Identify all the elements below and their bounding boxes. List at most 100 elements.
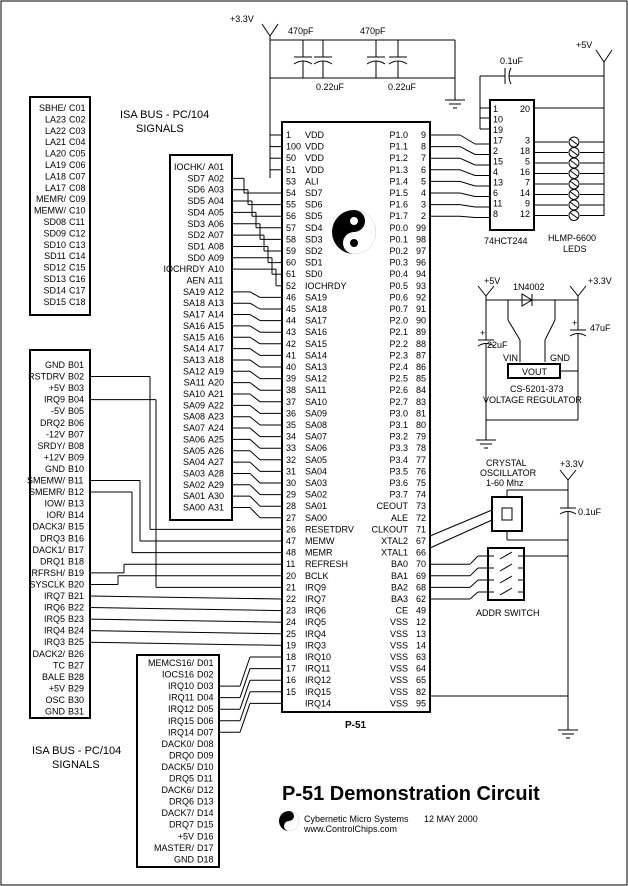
crystal-label-2: OSCILLATOR xyxy=(480,468,537,478)
chip-left-pin-num: 30 xyxy=(286,478,296,488)
hct-left-pin: 10 xyxy=(493,115,503,125)
conn-a-signal: SA00 xyxy=(183,503,205,513)
hct-left-pin: 4 xyxy=(493,167,498,177)
chip-right-pin-name: P3.0 xyxy=(389,408,408,418)
conn-c-signal: LA22 xyxy=(45,126,66,136)
conn-a-pin: A09 xyxy=(208,253,224,263)
chip-right-pin-num: 4 xyxy=(421,188,426,198)
conn-b-signal: SRDY/ xyxy=(37,441,65,451)
chip-left-pin-name: IRQ7 xyxy=(305,594,326,604)
conn-d-pin: D12 xyxy=(197,785,214,795)
conn-b-pin: B03 xyxy=(68,383,84,393)
hct-left-pin: 1 xyxy=(493,104,498,114)
power-top: +3.3V 470pF 470pF 0.22uF 0.22uF xyxy=(230,14,465,178)
chip-left-pin-name: IRQ12 xyxy=(305,675,331,685)
conn-c-signal: SD09 xyxy=(43,228,66,238)
chip-left-pin-name: SA10 xyxy=(305,397,327,407)
isa-bottom-label-1: ISA BUS - PC/104 xyxy=(32,745,121,757)
chip-right-pin-num: 5 xyxy=(421,176,426,186)
chip-left-pin-num: 53 xyxy=(286,176,296,186)
conn-b-signal: OSC xyxy=(45,695,65,705)
conn-c-signal: LA23 xyxy=(45,114,66,124)
chip-right-pin-name: P2.6 xyxy=(389,385,408,395)
conn-a-pin: A21 xyxy=(208,389,224,399)
chip-right-pin-num: 75 xyxy=(416,478,426,488)
chip-left-pin-name: IRQ15 xyxy=(305,687,331,697)
chip-left-pin-name: SD7 xyxy=(305,188,323,198)
diode-icon xyxy=(521,293,533,307)
conn-d-pin: D02 xyxy=(197,670,214,680)
conn-d-pin: D08 xyxy=(197,739,214,749)
connector-d-body xyxy=(136,654,220,868)
chip-left-pin-num: 21 xyxy=(286,582,296,592)
conn-d-pin: D15 xyxy=(197,820,214,830)
chip-right-pin-name: VSS xyxy=(390,652,408,662)
conn-b-pin: B08 xyxy=(68,441,84,451)
chip-right-pin-num: 71 xyxy=(416,524,426,534)
reg-part: CS-5201-373 xyxy=(510,384,564,394)
conn-b-signal: RSTDRV xyxy=(28,372,65,382)
chip-left-pin-num: 16 xyxy=(286,675,296,685)
chip-right-pin-name: VSS xyxy=(390,629,408,639)
chip-left-pin-num: 20 xyxy=(286,571,296,581)
chip-right-pin-name: P3.3 xyxy=(389,443,408,453)
chip-right-pin-num: 77 xyxy=(416,455,426,465)
conn-c-signal: LA21 xyxy=(45,137,66,147)
chip-right-pin-num: 69 xyxy=(416,571,426,581)
conn-b-signal: IRQ9 xyxy=(44,395,65,405)
chip-right-pin-name: P3.6 xyxy=(389,478,408,488)
conn-b-pin: B28 xyxy=(68,672,84,682)
chip-left-pin-name: SD3 xyxy=(305,234,323,244)
reg-desc: VOLTAGE REGULATOR xyxy=(483,395,582,405)
chip-right-pin-num: 64 xyxy=(416,664,426,674)
conn-c-pin: C01 xyxy=(69,103,86,113)
chip-right-pin-num: 76 xyxy=(416,466,426,476)
conn-b-pin: B09 xyxy=(68,452,84,462)
conn-a-signal: SA14 xyxy=(183,344,205,354)
chip-left-pin-num: 39 xyxy=(286,374,296,384)
conn-b-signal: IRQ3 xyxy=(44,637,65,647)
conn-d-pin: D13 xyxy=(197,797,214,807)
chip-right-pin-name: P3.5 xyxy=(389,466,408,476)
conn-a-signal: SD4 xyxy=(187,207,205,217)
conn-b-signal: -12V xyxy=(46,429,65,439)
conn-a-pin: A15 xyxy=(208,321,224,331)
chip-right-pin-name: P3.1 xyxy=(389,420,408,430)
conn-d-signal: DRQ6 xyxy=(169,797,194,807)
chip-right-pin-name: XTAL1 xyxy=(381,548,408,558)
chip-right-pin-name: P0.6 xyxy=(389,292,408,302)
chip-left-pin-num: 61 xyxy=(286,269,296,279)
conn-a-signal: SA06 xyxy=(183,434,205,444)
v33-reg-label: +3.3V xyxy=(588,276,612,286)
chip-right-pin-name: BA3 xyxy=(391,594,408,604)
conn-b-pin: B30 xyxy=(68,695,84,705)
chip-right-pin-name: P3.7 xyxy=(389,490,408,500)
svg-text:+: + xyxy=(480,328,485,338)
chip-right-pin-num: 82 xyxy=(416,687,426,697)
conn-a-signal: SA18 xyxy=(183,298,205,308)
conn-c-pin: C02 xyxy=(69,114,86,124)
reg-vin: VIN xyxy=(503,353,518,363)
chip-left-pin-name: SA16 xyxy=(305,327,327,337)
conn-d-signal: IOCS16 xyxy=(162,670,194,680)
p51-chip-body xyxy=(281,121,431,713)
conn-c-signal: MEMR/ xyxy=(36,194,66,204)
chip-left-pin-num: 55 xyxy=(286,200,296,210)
chip-right-pin-num: 89 xyxy=(416,327,426,337)
conn-a-signal: SA08 xyxy=(183,412,205,422)
conn-a-signal: SA15 xyxy=(183,332,205,342)
wires-connector-a xyxy=(232,134,282,519)
reg-gnd: GND xyxy=(550,353,571,363)
chip-right-pin-name: P0.7 xyxy=(389,304,408,314)
chip-right-pin-name: P2.2 xyxy=(389,339,408,349)
chip-left-pin-num: 56 xyxy=(286,211,296,221)
crystal-label-3: 1-60 Mhz xyxy=(486,478,524,488)
chip-left-pin-num: 26 xyxy=(286,524,296,534)
chip-right-pin-name: P1.3 xyxy=(389,165,408,175)
chip-right-pin-name: VSS xyxy=(390,617,408,627)
chip-left-pin-num: 40 xyxy=(286,362,296,372)
chip-right-pin-name: P0.3 xyxy=(389,258,408,268)
connector-b-body xyxy=(29,349,91,719)
chip-left-pin-name: IRQ5 xyxy=(305,617,326,627)
